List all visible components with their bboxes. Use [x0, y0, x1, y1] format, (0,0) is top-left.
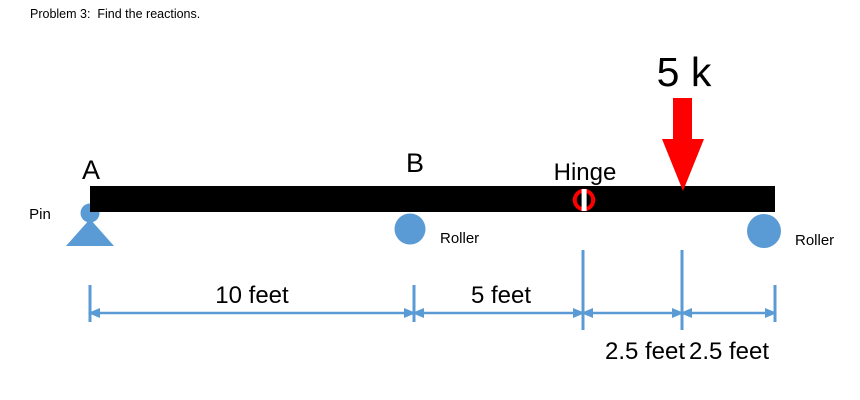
dim-arrow-right-5ft — [573, 308, 585, 318]
dim-arrow-right-10ft — [404, 308, 416, 318]
dim-arrow-right-2p5ft-a — [672, 308, 684, 318]
roller-circle-icon-b — [394, 213, 426, 245]
pin-support-label: Pin — [29, 206, 51, 223]
load-magnitude-label: 5 k — [657, 49, 712, 95]
node-label-a: A — [82, 155, 100, 185]
beam-member — [90, 186, 775, 212]
load-arrow-icon — [662, 98, 704, 191]
page-title: Problem 3: Find the reactions. — [30, 7, 201, 21]
dimension-label-2p5ft-b: 2.5 feet — [689, 338, 769, 365]
hinge-icon — [572, 188, 596, 212]
dim-arrow-left-2p5ft-a — [581, 308, 593, 318]
dim-arrow-left-5ft — [412, 308, 424, 318]
hinge-label: Hinge — [554, 159, 617, 186]
hinge-bar-icon — [581, 189, 587, 211]
dimension-label-2p5ft-a: 2.5 feet — [605, 338, 685, 365]
dimension-group — [88, 250, 777, 330]
node-label-b: B — [406, 148, 424, 178]
pin-triangle-icon — [66, 219, 114, 246]
dimension-label-10ft: 10 feet — [215, 282, 289, 309]
dimension-label-5ft: 5 feet — [471, 282, 531, 309]
dim-arrow-left-10ft — [88, 308, 100, 318]
roller-circle-icon-c — [747, 214, 781, 248]
roller-support-label-c: Roller — [795, 232, 834, 249]
roller-support-label-b: Roller — [440, 230, 479, 247]
dim-arrow-left-2p5ft-b — [680, 308, 692, 318]
dim-arrow-right-2p5ft-b — [765, 308, 777, 318]
